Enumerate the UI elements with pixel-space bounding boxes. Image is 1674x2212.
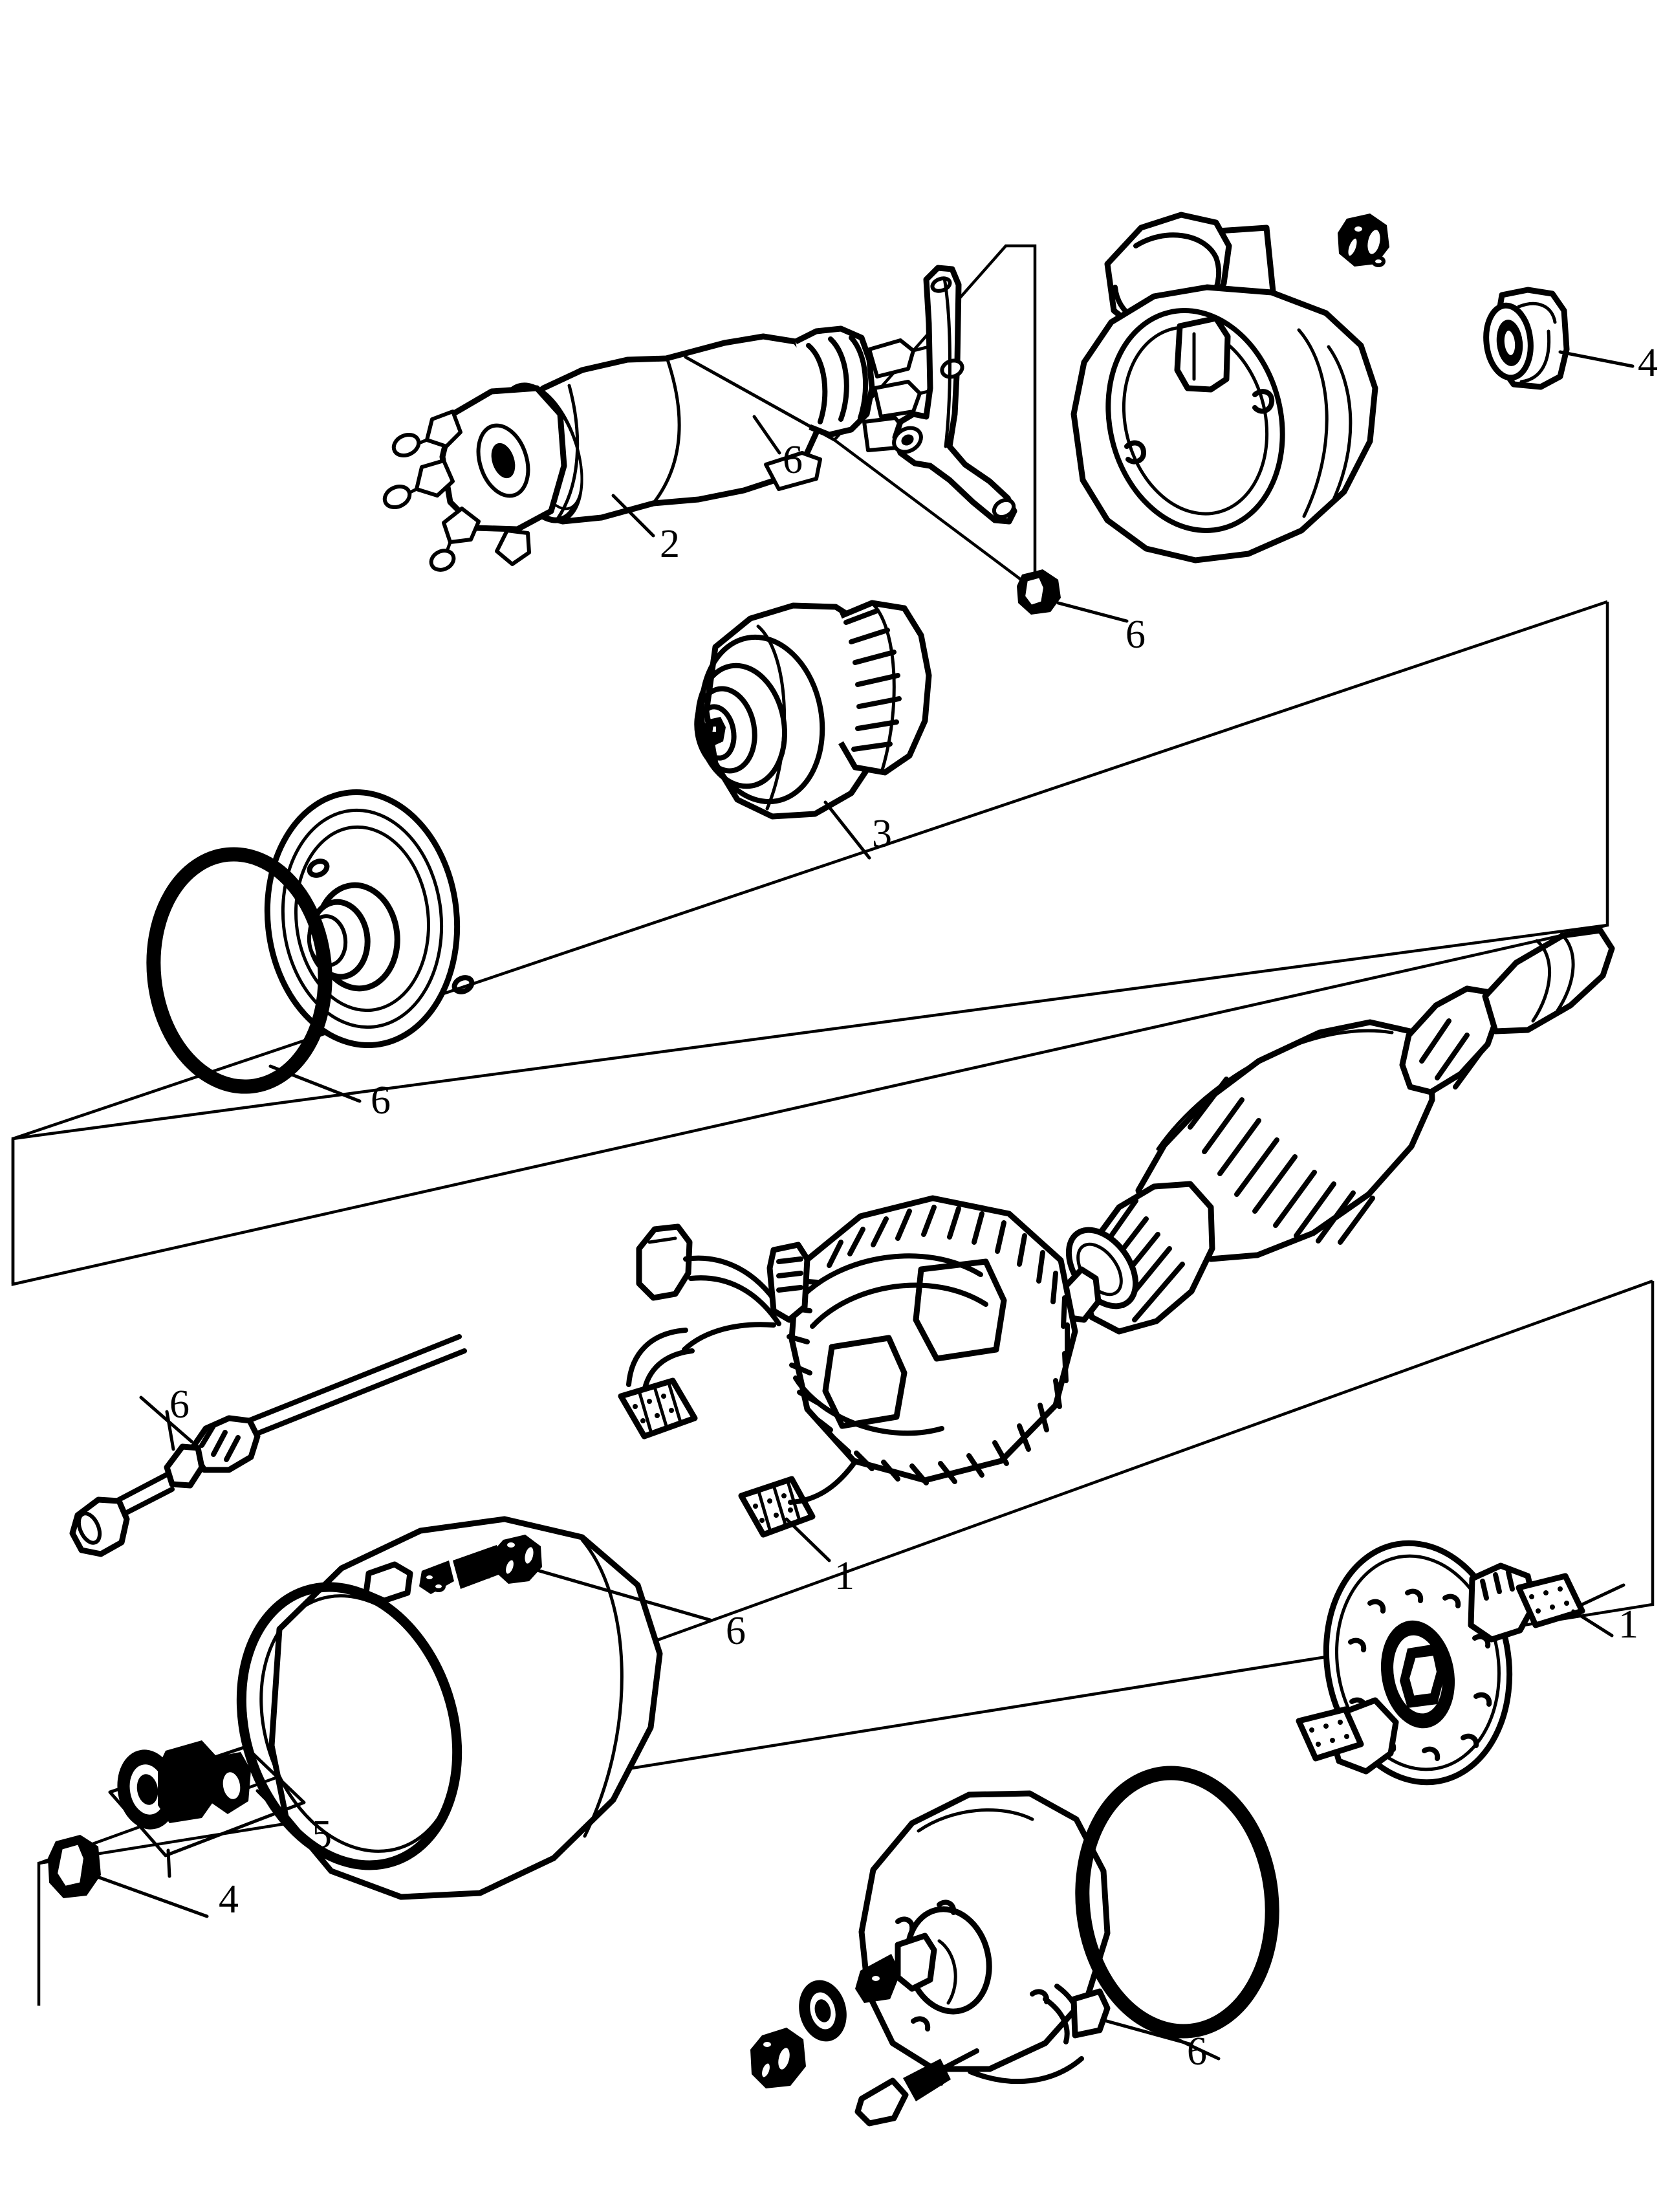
callout-label: 5 [312,1813,332,1857]
shift-fork-lever [892,265,1017,525]
callout-label: 4 [219,1878,239,1922]
callout-label: 1 [834,1554,854,1598]
background-band-middle [11,600,1609,1286]
motor-yoke-frame [236,1516,712,1900]
callout-label: 6 [371,1079,391,1122]
drive-end-housing [1071,212,1378,564]
callout-label: 6 [1125,613,1146,657]
hex-nut-top [1338,214,1389,267]
callout-label: 2 [660,522,680,566]
solenoid-switch [382,325,939,572]
bearing-spacer-set [108,1740,306,1878]
armature [1055,927,1615,1335]
callout-leader-2 [611,494,655,538]
callout-band-leader-lower [1100,2018,1193,2046]
callout-leader-6-solenoid [752,415,781,455]
callout-label: 6 [169,1383,190,1427]
callout-label: 6 [1187,2030,1207,2074]
callout-label: 4 [1638,341,1658,385]
through-bolt [69,1334,467,1557]
bushing-drive-end [1483,287,1635,390]
bushing-commutator-end [48,1835,209,1918]
drive-pinion-bendix [694,600,932,860]
callout-label: 1 [1618,1603,1638,1647]
yoke-screw [419,1535,712,1622]
end-cap-plate [146,789,475,1103]
brush-block-left [618,1377,698,1440]
brush-block-bottom [738,1476,816,1538]
commutator-end-housing [750,1766,1279,2127]
brush-holder-plate [1296,1540,1625,1786]
bushing-small [1017,569,1129,623]
callout-label: 6 [783,438,803,482]
callout-label: 6 [726,1609,746,1653]
callout-label: 3 [872,812,892,856]
field-coil-brush-set [618,1195,1078,1562]
callout-band-leader-upper [684,355,836,442]
